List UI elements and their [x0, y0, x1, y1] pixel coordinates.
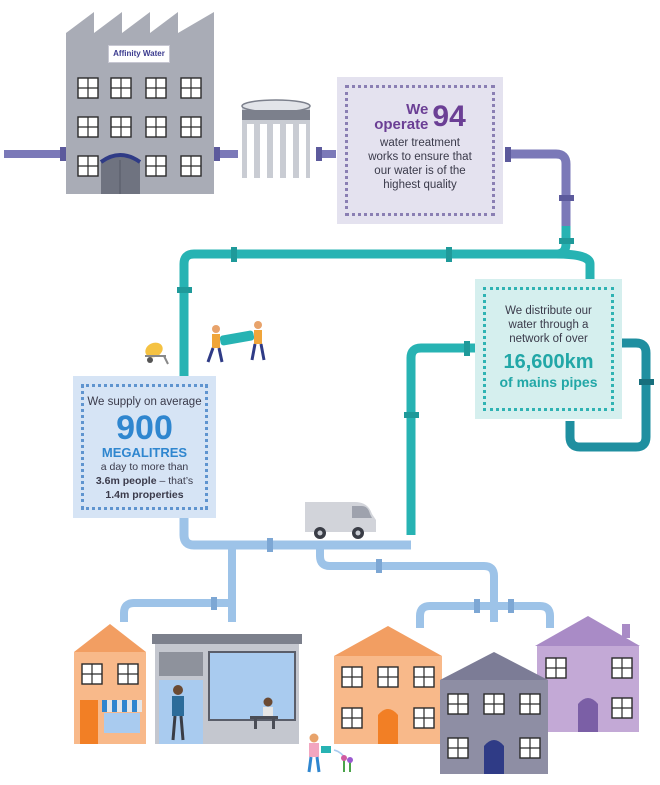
pipe-joint	[60, 147, 66, 161]
treatment-prefix: We	[406, 101, 429, 118]
delivery-van-icon	[305, 502, 376, 539]
supply-line: a day to more than	[100, 461, 189, 473]
network-line: network of over	[509, 333, 588, 345]
pipe-joint	[376, 559, 382, 573]
pipe-network	[4, 147, 654, 628]
treatment-verb: operate	[374, 116, 429, 133]
pipe-joint	[404, 412, 419, 418]
treatment-out-pipe	[505, 149, 571, 226]
network-line: We distribute our	[505, 305, 592, 317]
treatment-line: works to ensure that	[368, 151, 472, 163]
cement-mixer-icon	[145, 342, 169, 365]
teal-main-pipe	[179, 226, 571, 376]
supply-properties: 1.4m properties	[105, 489, 184, 501]
distribution-pipe-right	[316, 545, 498, 622]
house-branch-right	[494, 602, 554, 628]
pipe-joint	[464, 341, 470, 356]
pipe-joint	[505, 147, 511, 162]
supply-volume: 900	[116, 409, 173, 447]
pipe-joint	[559, 195, 574, 201]
treatment-works-callout: We operate 94 water treatment works to e…	[337, 77, 503, 224]
treatment-line: highest quality	[383, 179, 457, 191]
house-orange	[334, 626, 442, 744]
pipe-joint	[316, 147, 322, 161]
network-callout: We distribute our water through a networ…	[475, 279, 622, 419]
storage-tank	[241, 99, 311, 178]
workers-carrying-pipe-icon	[206, 321, 266, 363]
house-slate	[440, 652, 548, 774]
teal-branch-right	[555, 249, 595, 279]
distribution-pipe	[179, 518, 411, 550]
pipe-joint	[474, 599, 480, 613]
supply-unit: MEGALITRES	[101, 445, 188, 460]
treatment-line: our water is of the	[374, 165, 466, 177]
network-supply-pipe	[406, 343, 475, 535]
pipe-joint	[559, 238, 574, 244]
person-icon	[171, 685, 185, 741]
pipe-joint	[214, 147, 220, 161]
network-length: 16,600km	[503, 351, 594, 373]
pipe-joint	[446, 247, 452, 262]
house-branch-left	[416, 602, 494, 628]
person-watering-plants-icon	[307, 733, 353, 773]
affinity-water-logo: Affinity Water	[108, 45, 170, 63]
pipe-joint	[211, 597, 217, 610]
supply-people-suffix: – that’s	[156, 475, 194, 487]
water-treatment-works-building	[66, 12, 214, 194]
shop-branch-pipe	[120, 599, 232, 622]
supply-intro: We supply on average	[87, 396, 202, 408]
pipe-joint	[508, 599, 514, 613]
person-at-laptop-icon	[250, 697, 278, 729]
pipe-joint	[267, 538, 273, 552]
treatment-line: water treatment	[380, 137, 460, 149]
supply-people-line: 3.6m people – that’s	[84, 474, 205, 488]
house-purple	[535, 616, 640, 732]
network-line: water through a	[508, 319, 589, 331]
network-unit: of mains pipes	[499, 374, 598, 390]
supply-callout: We supply on average 900 MEGALITRES a da…	[73, 376, 216, 518]
shop-building	[74, 624, 146, 744]
pipe-joint	[639, 379, 654, 385]
mains-loop-pipe	[565, 338, 651, 452]
treatment-works-count: 94	[432, 100, 466, 133]
pipe-joint	[231, 247, 237, 262]
pipe-joint	[177, 287, 192, 293]
supply-people: 3.6m people	[95, 475, 157, 487]
